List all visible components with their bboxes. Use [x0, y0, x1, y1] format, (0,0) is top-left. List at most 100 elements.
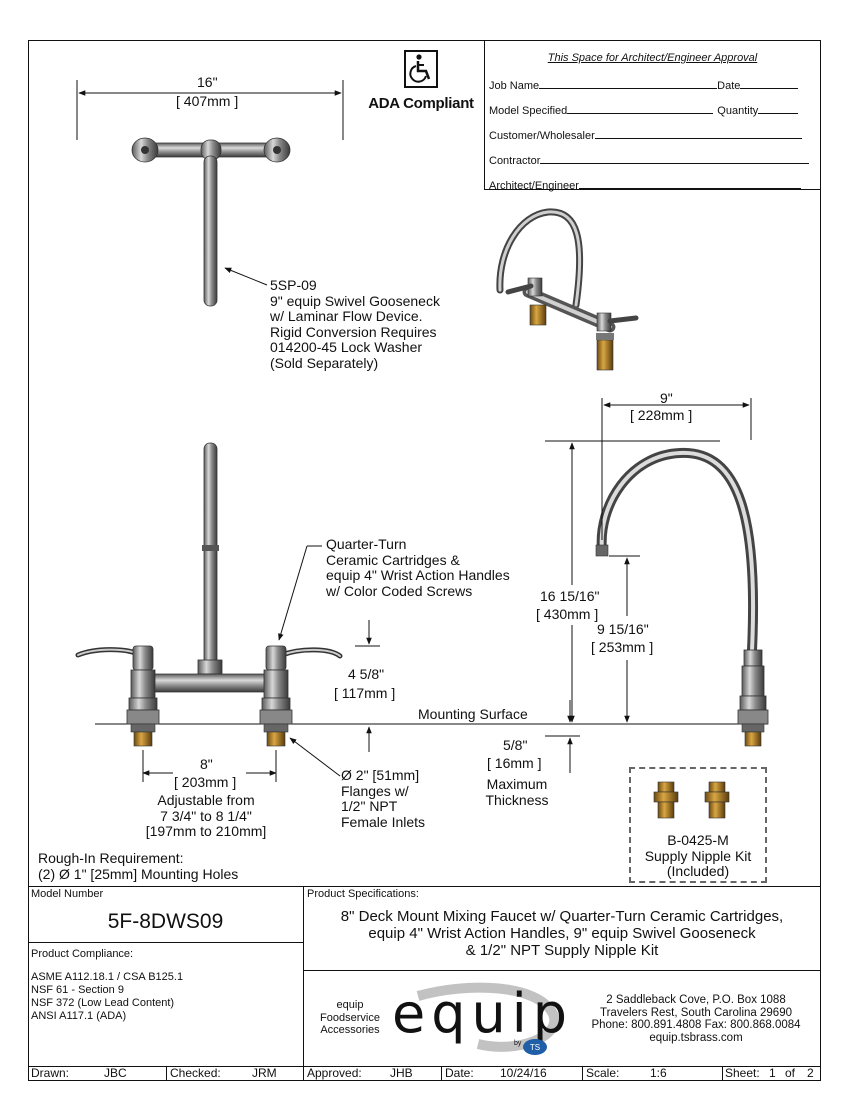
callout-line: 9" equip Swivel Gooseneck — [270, 292, 440, 309]
height-mm: [ 117mm ] — [334, 685, 396, 701]
nipple-kit-box: B-0425-M Supply Nipple Kit (Included) — [629, 767, 767, 883]
product-specs: 8" Deck Mount Mixing Faucet w/ Quarter-T… — [303, 908, 821, 959]
by-label: by — [514, 1040, 522, 1047]
cartridge-callout: Quarter-Turn Ceramic Cartridges & equip … — [326, 536, 510, 599]
drawn-value: JBC — [104, 1066, 127, 1080]
total-height-mm: [ 430mm ] — [536, 606, 599, 622]
ts-brass-icon: TS — [523, 1039, 547, 1055]
tagline-line: Foodservice — [320, 1011, 380, 1024]
quantity-label: Quantity — [717, 105, 759, 117]
footer-divider — [166, 1066, 167, 1081]
top-spout — [203, 155, 218, 307]
footer-divider — [441, 1066, 442, 1081]
height-inches: 4 5/8" — [348, 666, 385, 682]
mounting-surface-label: Mounting Surface — [418, 706, 528, 722]
checked-label: Checked: — [170, 1066, 221, 1080]
clearance-mm: [ 253mm ] — [591, 639, 654, 655]
thickness-note: Maximum Thickness — [478, 776, 556, 808]
model-number: 5F-8DWS09 — [107, 910, 224, 933]
quantity-field[interactable] — [758, 103, 799, 114]
kit-line: B-0425-M — [667, 832, 729, 848]
nipple-kit-drawing — [653, 781, 730, 819]
customer-label: Customer/Wholesaler — [489, 130, 595, 142]
note-line: Adjustable from — [157, 792, 255, 808]
spacing-inches: 8" — [200, 756, 213, 772]
callout-line: w/ Laminar Flow Device. — [270, 308, 423, 324]
approved-value: JHB — [390, 1066, 413, 1080]
spec-line: & 1/2" NPT Supply Nipple Kit — [465, 942, 659, 959]
footer-divider — [582, 1066, 583, 1081]
callout-line: Ceramic Cartridges & — [326, 551, 460, 568]
note-line: Rough-In Requirement: — [38, 850, 184, 866]
top-view — [76, 80, 344, 307]
callout-line: (Sold Separately) — [270, 354, 379, 371]
front-view — [75, 442, 580, 782]
scale-label: Scale: — [586, 1066, 620, 1080]
note-line: Female Inlets — [341, 813, 426, 830]
note-line: Maximum — [486, 776, 548, 792]
drawing-frame — [28, 40, 821, 1081]
rough-in-note: Rough-In Requirement: (2) Ø 1" [25mm] Mo… — [38, 850, 239, 882]
checked-value: JRM — [252, 1066, 277, 1080]
approval-box: This Space for Architect/Engineer Approv… — [484, 40, 821, 192]
side-view — [545, 398, 769, 747]
date-footer-value: 10/24/16 — [500, 1066, 547, 1080]
equip-logo: equip by TS — [388, 974, 588, 1064]
job-name-field[interactable] — [539, 78, 718, 89]
approved-label: Approved: — [307, 1066, 362, 1080]
spec-line: equip 4" Wrist Action Handles, 9" equip … — [368, 925, 756, 942]
architect-row: Architect/Engineer — [489, 178, 816, 192]
customer-field[interactable] — [594, 128, 802, 139]
equip-swoosh-icon — [416, 982, 560, 1052]
date-label: Date — [717, 80, 741, 92]
address-line[interactable]: equip.tsbrass.com — [649, 1031, 743, 1044]
brand-tagline: equip Foodservice Accessories — [305, 999, 395, 1037]
sheet-number: 1 — [769, 1066, 776, 1080]
footer-divider — [722, 1066, 723, 1081]
reach-mm: [ 228mm ] — [630, 407, 693, 423]
note-line: Flanges w/ — [341, 782, 409, 799]
approval-heading: This Space for Architect/Engineer Approv… — [547, 52, 758, 64]
specs-rule — [303, 970, 821, 971]
customer-row: Customer/Wholesaler — [489, 128, 816, 142]
architect-label: Architect/Engineer — [489, 180, 579, 192]
date-field[interactable] — [740, 78, 799, 89]
kit-line: (Included) — [666, 863, 730, 879]
note-line: 7 3/4" to 8 1/4" — [160, 807, 252, 824]
compliance-item: NSF 372 (Low Lead Content) — [31, 997, 175, 1009]
address-line: Phone: 800.891.4808 Fax: 800.868.0084 — [591, 1019, 801, 1031]
callout-line: equip 4" Wrist Action Handles — [326, 567, 510, 583]
sheet-total: 2 — [807, 1066, 814, 1080]
thickness-mm: [ 16mm ] — [487, 755, 542, 771]
sheet-label: Sheet: — [725, 1066, 760, 1080]
gooseneck-callout: 5SP-09 9" equip Swivel Gooseneck w/ Lami… — [270, 277, 440, 371]
note-line: 1/2" NPT — [341, 798, 398, 814]
top-width-inches: 16" — [197, 74, 218, 90]
specs-label: Product Specifications: — [307, 888, 419, 900]
clearance-inches: 9 15/16" — [597, 621, 649, 637]
contractor-label: Contractor — [489, 155, 541, 167]
model-specified-field[interactable] — [567, 103, 714, 114]
callout-line: Quarter-Turn — [326, 536, 407, 552]
note-line: (2) Ø 1" [25mm] Mounting Holes — [38, 865, 239, 882]
address-line: 2 Saddleback Cove, P.O. Box 1088 — [606, 994, 786, 1006]
tagline-line: Accessories — [320, 1024, 380, 1036]
footer-rule — [28, 1066, 821, 1067]
architect-field[interactable] — [578, 178, 801, 189]
contractor-field[interactable] — [540, 153, 810, 164]
callout-line: Rigid Conversion Requires — [270, 323, 437, 340]
flange-note: Ø 2" [51mm] Flanges w/ 1/2" NPT Female I… — [341, 767, 426, 830]
scale-value: 1:6 — [650, 1066, 667, 1080]
note-line: [197mm to 210mm] — [145, 823, 267, 839]
address-line: Travelers Rest, South Carolina 29690 — [600, 1006, 792, 1019]
equip-logo-text: equip — [392, 982, 574, 1045]
model-number-label: Model Number — [31, 888, 104, 900]
compliance-item: ASME A112.18.1 / CSA B125.1 — [31, 971, 184, 983]
contractor-row: Contractor — [489, 153, 816, 167]
note-line: Thickness — [485, 792, 549, 808]
tagline-line: equip — [336, 999, 364, 1011]
top-width-mm: [ 407mm ] — [176, 93, 239, 109]
callout-line: w/ Color Coded Screws — [326, 582, 473, 599]
